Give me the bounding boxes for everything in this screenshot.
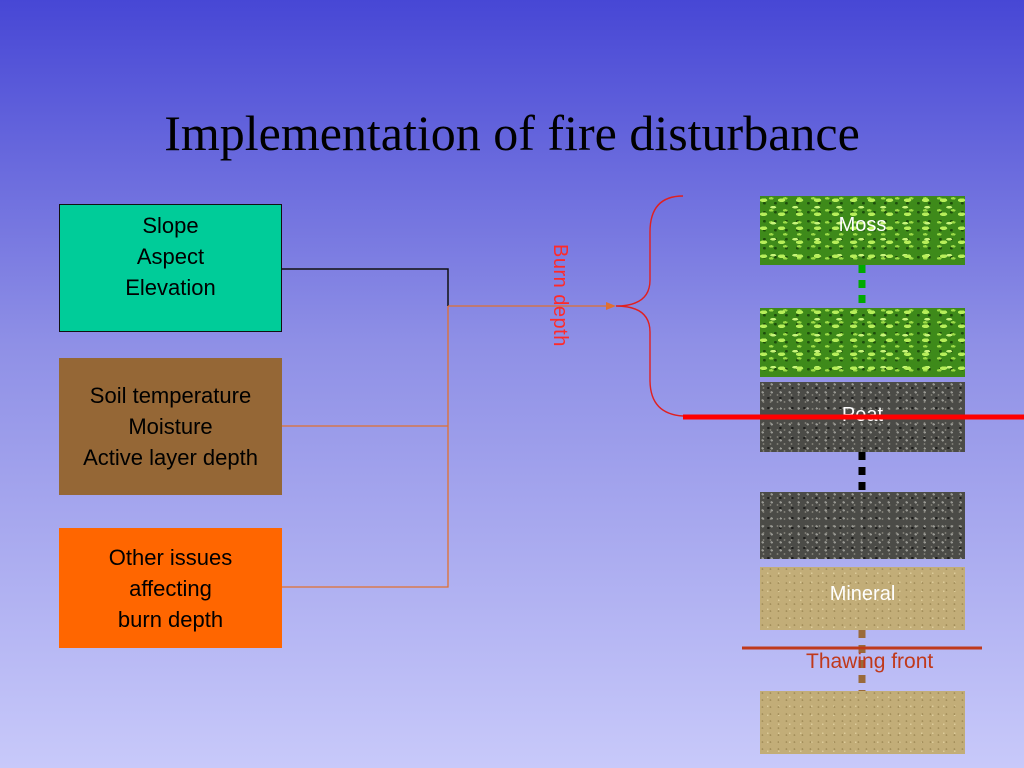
mineral-layer-tile-2	[760, 691, 965, 754]
moss-layer-tile-2	[760, 308, 965, 377]
soil-box: Soil temperature Moisture Active layer d…	[59, 358, 282, 495]
box-line: Aspect	[136, 244, 205, 269]
box-line: Active layer depth	[83, 445, 258, 470]
connector-bottom	[282, 306, 449, 588]
peat-layer-tile-2	[760, 492, 965, 559]
mineral-layer-tile: Mineral	[760, 567, 965, 630]
slide-title: Implementation of fire disturbance	[164, 105, 860, 161]
moss-layer-tile: Moss	[760, 196, 965, 265]
box-line: Moisture	[128, 414, 213, 439]
mineral-label: Mineral	[829, 583, 896, 605]
other-issues-box: Other issues affecting burn depth	[59, 528, 282, 648]
box-line: Elevation	[125, 275, 216, 300]
box-line: Slope	[142, 213, 199, 238]
box-line: Other issues	[108, 545, 233, 570]
box-line: affecting	[129, 576, 212, 601]
burn-depth-label: Burn depth	[549, 244, 571, 347]
topography-box: Slope Aspect Elevation	[59, 204, 282, 332]
arrow-head	[606, 302, 616, 310]
curly-brace	[615, 195, 684, 417]
box-line: burn depth	[117, 607, 224, 632]
thawing-front-label: Thawing front	[806, 650, 934, 673]
connector-top	[282, 268, 449, 306]
box-line: Soil temperature	[89, 383, 252, 408]
moss-label: Moss	[838, 214, 887, 236]
